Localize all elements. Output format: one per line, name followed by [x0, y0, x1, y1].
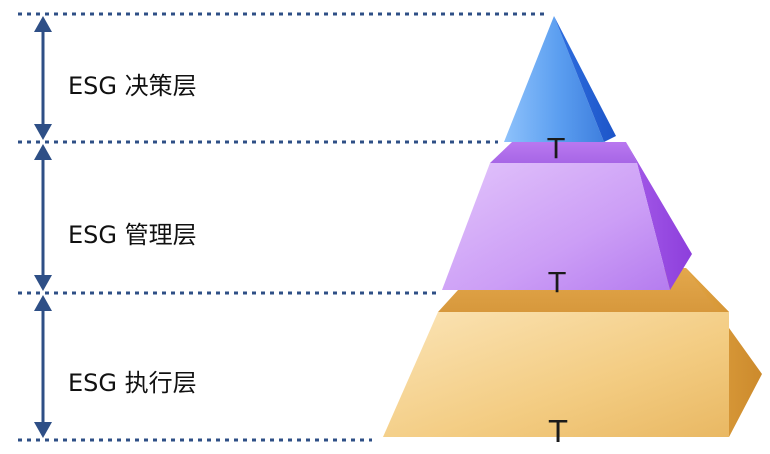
management-layer-arrow — [34, 144, 52, 291]
decision-tier-marker: T — [546, 132, 565, 165]
decision-tier-block — [504, 16, 616, 142]
execution-layer-label: ESG 执行层 — [68, 371, 197, 395]
decision-layer-label: ESG 决策层 — [68, 74, 197, 98]
management-tier-block — [442, 142, 692, 290]
execution-tier-marker: T — [548, 415, 568, 450]
decision-layer-arrow — [34, 16, 52, 140]
management-tier-marker: T — [547, 266, 566, 299]
decision-tier-front-face — [504, 16, 604, 142]
execution-layer-arrow — [34, 295, 52, 438]
management-layer-label: ESG 管理层 — [68, 223, 197, 247]
execution-tier-block — [383, 268, 762, 437]
